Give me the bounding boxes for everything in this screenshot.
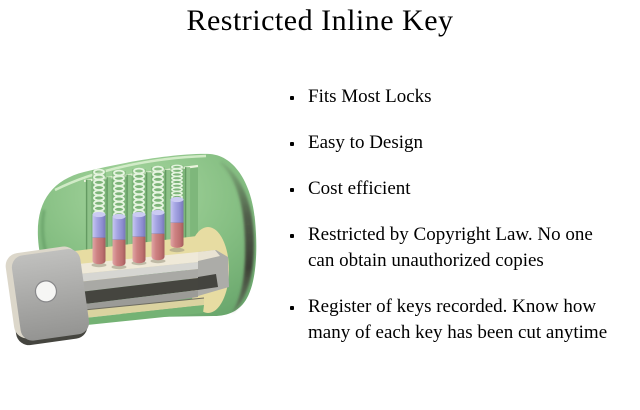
bullet-item: Easy to Design [290,130,635,156]
bullet-text: Register of keys recorded. Know how many… [308,296,608,343]
bullet-text: Cost efficient [308,178,411,199]
bullet-item: Fits Most Locks [290,84,635,110]
key-bow-hole [34,280,58,303]
bullet-dot-icon [290,96,294,100]
bullet-dot-icon [290,234,294,238]
slide-title: Restricted Inline Key [186,4,454,37]
key-blade [78,250,229,313]
bullet-dot-icon [290,142,294,146]
bullet-text: Restricted by Copyright Law. No one can … [308,224,593,271]
key-bow [5,246,90,346]
bullet-dot-icon [290,306,294,310]
bullet-text: Fits Most Locks [308,86,432,107]
bullet-item: Cost efficient [290,176,635,202]
bullet-dot-icon [290,188,294,192]
bullet-text: Easy to Design [308,132,424,153]
lock-bottom-slab [83,297,205,325]
front-face-rim-shadow [220,162,255,313]
bullet-item: Restricted by Copyright Law. No one can … [290,222,635,274]
bullet-item: Register of keys recorded. Know how many… [290,294,635,346]
bullet-list: Fits Most Locks Easy to Design Cost effi… [290,84,635,366]
